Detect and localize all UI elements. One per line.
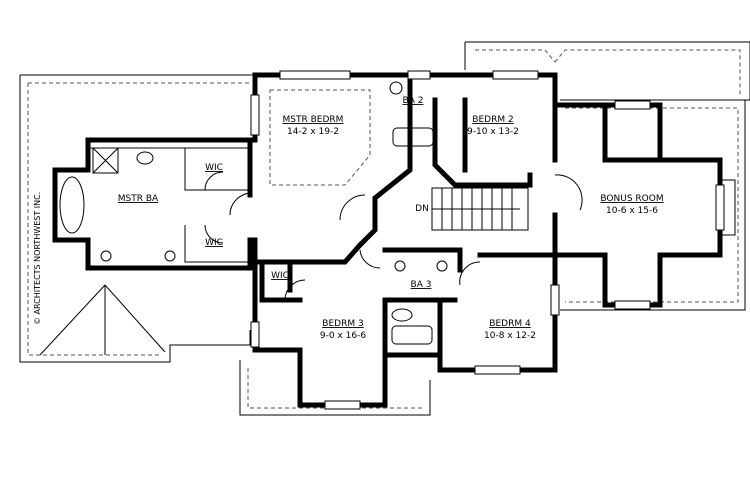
stairs-down-label: DN [415,204,429,214]
bedroom-3-label: BEDRM 3 [322,319,363,329]
copyright-text: © ARCHITECTS NORTHWEST INC. [33,192,42,325]
bath-3-label: BA 3 [411,280,432,290]
master-bedroom-label: MSTR BEDRM [283,115,344,125]
bedroom-2-label: BEDRM 2 [472,115,513,125]
fixtures [59,81,448,345]
wic-3-label: WIC [271,271,289,281]
roof-outlines [19,41,750,416]
walls [52,72,723,408]
wic-2-label: WIC [205,238,223,248]
bonus-room-label: BONUS ROOM [600,194,663,204]
master-bath-label: MSTR BA [118,194,159,204]
bedroom-2-size: 9-10 x 13-2 [467,127,519,137]
bedroom-3-size: 9-0 x 16-6 [320,331,366,341]
wic-1-label: WIC [205,163,223,173]
master-bedroom-size: 14-2 x 19-2 [287,127,339,137]
windows [250,70,725,410]
bonus-room-size: 10-6 x 15-6 [606,206,658,216]
bath-2-label: BA 2 [403,96,424,106]
bedroom-4-label: BEDRM 4 [489,319,531,329]
door-swings [204,171,583,301]
bedroom-4-size: 10-8 x 12-2 [484,331,536,341]
